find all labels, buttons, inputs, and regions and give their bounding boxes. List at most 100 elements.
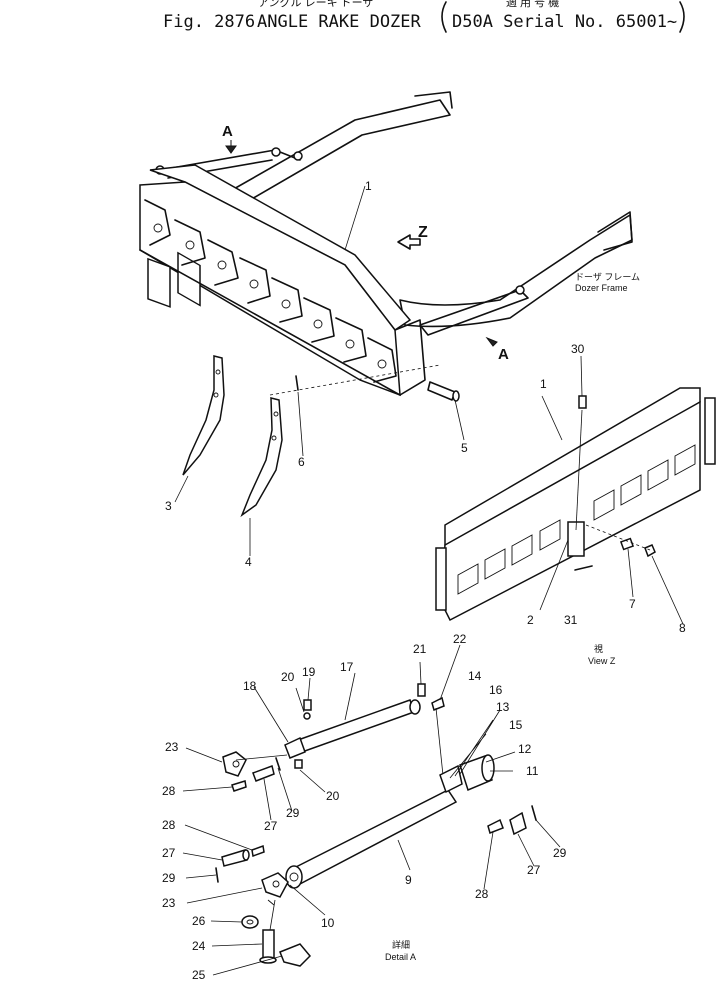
arrow-a-top: A [222,123,237,154]
bracket-23-bottom [261,872,289,898]
part-number-13: 13 [496,700,510,714]
part-number-21: 21 [413,642,427,656]
detail-a-en: Detail A [385,952,416,962]
dozer-frame-jp: ドーザ フレーム [575,272,640,282]
part-number-2: 2 [527,613,534,627]
dozer-frame-end [597,211,633,251]
view-z [435,387,716,622]
leader-lines [174,185,684,976]
arrow-z-label: Z [418,224,428,241]
push-arm-upper-detail [414,91,453,109]
plate-7 [619,537,635,551]
part-number-14: 14 [468,669,482,683]
part-number-1-main: 1 [365,179,372,193]
cotter-29-top [275,757,281,771]
bracket-23-top [222,751,247,777]
rod-17-end [409,699,421,715]
nut-26 [241,915,259,929]
part-number-11: 11 [526,764,539,778]
part-number-10: 10 [321,916,335,930]
rake-tooth-4 [240,397,283,518]
part-number-8: 8 [679,621,686,635]
blade-lower-rail [139,249,401,396]
part-number-31: 31 [564,613,578,627]
detail-a-jp: 詳細 [392,939,410,950]
arrow-a-label: A [222,123,233,140]
detail-a [215,683,537,967]
part-number-28-top: 28 [162,784,176,798]
bolt-25 [279,943,312,967]
part-number-15: 15 [509,718,523,732]
part-number-22: 22 [453,632,467,646]
view-z-end-left [435,547,447,611]
tooth-3-hole-a [215,369,221,375]
bolt-28-right [487,818,504,834]
part-number-7: 7 [629,597,636,611]
dozer-frame-en: Dozer Frame [575,283,628,293]
header: アングル レーキ ドーザ 適 用 号 機 Fig. 2876 ANGLE RAK… [163,0,685,33]
brace-pin-right [271,147,281,157]
part-number-25: 25 [192,968,206,982]
tube-9 [288,789,458,887]
part-number-20-top: 20 [281,670,295,684]
rod-end-18 [284,736,306,759]
part-number-27-right: 27 [527,863,541,877]
serial-number: D50A Serial No. 65001~ [452,12,677,32]
part-number-29-left: 29 [162,871,176,885]
arrow-a-bottom-pointer [485,336,498,347]
bolt-28-left [251,844,265,858]
bracket-holes [153,223,387,369]
part-number-23-top: 23 [165,740,179,754]
bolt-8 [644,544,656,558]
push-arm-upper [231,99,451,201]
header-jp-applicable: 適 用 号 機 [506,0,559,9]
bracket [147,257,171,308]
part-number-5: 5 [461,441,468,455]
fitting-20-top [303,712,311,720]
figure-title: ANGLE RAKE DOZER [257,12,422,32]
arrow-a-pointer [225,140,237,154]
tube-9-end [285,865,303,889]
part-number-27-top: 27 [264,819,278,833]
part-number-29-right: 29 [553,846,567,860]
brace-pin-top [293,151,303,161]
view-z-bolt-line [575,409,583,531]
main-assembly [139,91,633,402]
part-number-24: 24 [192,939,206,953]
bracket [177,251,201,307]
fitting-20-bottom [294,759,303,769]
part-number-16: 16 [489,683,503,697]
part-number-27-left: 27 [162,846,176,860]
bracket-row-outline [144,199,397,383]
serial-bracket-left [441,1,447,33]
rake-brackets [147,251,201,308]
strut-lower [419,289,529,336]
tooth-3-hole-b [213,392,219,398]
part-numbers: 1 1 30 3 4 5 6 2 31 7 8 21 22 17 19 20 1… [162,179,686,982]
tooth-4-hole-b [271,435,277,441]
view-z-en: View Z [588,656,616,666]
rod-17 [297,699,415,753]
pin-27-top [252,765,275,782]
dash-line [269,364,441,396]
figure-number: Fig. 2876 [163,12,255,32]
tooth-4-hole-a [273,411,279,417]
view-z-jp: 視 [594,643,603,654]
cylinder-end-cap [481,754,495,782]
bolt-28-top [231,780,247,792]
part-number-28-right: 28 [475,887,489,901]
part-number-18: 18 [243,679,257,693]
part-number-29-top: 29 [286,806,300,820]
serial-bracket-right [679,1,685,33]
pin-5 [427,381,456,401]
part-number-4: 4 [245,555,252,569]
part-number-20-bottom: 20 [326,789,340,803]
part-number-19: 19 [302,665,316,679]
cotter-29-right [531,805,537,821]
view-z-end-right [704,397,716,465]
strut-pin [515,285,525,295]
pin-24 [262,929,275,961]
bolt-30 [578,395,587,409]
